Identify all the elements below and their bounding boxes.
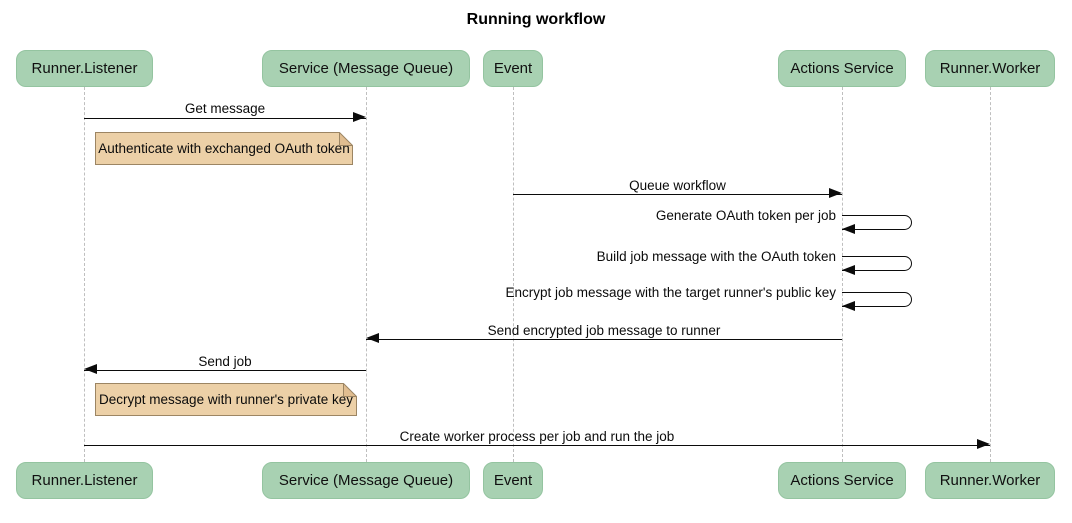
self-loop-curve <box>842 215 912 230</box>
message-line-send-encrypted <box>366 339 842 340</box>
arrowhead-icon <box>84 364 97 374</box>
arrowhead-icon <box>842 224 855 234</box>
participant-label: Actions Service <box>790 472 894 489</box>
note-text: Authenticate with exchanged OAuth token <box>98 141 350 156</box>
message-label-send-encrypted: Send encrypted job message to runner <box>487 323 721 338</box>
participant-event-bottom: Event <box>483 462 543 499</box>
participant-label: Runner.Worker <box>939 472 1041 489</box>
self-message-label-encrypt-job-message: Encrypt job message with the target runn… <box>505 285 837 300</box>
participant-label: Service (Message Queue) <box>278 60 454 77</box>
self-loop-curve <box>842 256 912 271</box>
note-authenticate: Authenticate with exchanged OAuth token <box>95 132 353 165</box>
participant-actions-service-bottom: Actions Service <box>778 462 906 499</box>
message-label-queue-workflow: Queue workflow <box>629 178 726 193</box>
participant-label: Event <box>493 472 533 489</box>
message-label-get-message: Get message <box>184 101 266 116</box>
lifeline-service-message-queue <box>366 87 367 462</box>
note-fold-icon <box>343 383 357 397</box>
participant-runner-worker-bottom: Runner.Worker <box>925 462 1055 499</box>
note-decrypt: Decrypt message with runner's private ke… <box>95 383 357 416</box>
arrowhead-icon <box>353 112 366 122</box>
participant-label: Service (Message Queue) <box>278 472 454 489</box>
participant-service-message-queue-top: Service (Message Queue) <box>262 50 470 87</box>
self-message-label-generate-oauth: Generate OAuth token per job <box>655 208 836 223</box>
participant-event-top: Event <box>483 50 543 87</box>
diagram-title: Running workflow <box>466 11 606 28</box>
lifeline-event <box>513 87 514 462</box>
participant-label: Actions Service <box>790 60 894 77</box>
participant-runner-listener-bottom: Runner.Listener <box>16 462 153 499</box>
lifeline-runner-worker <box>990 87 991 462</box>
arrowhead-icon <box>366 333 379 343</box>
self-message-label-build-job-message: Build job message with the OAuth token <box>596 249 836 264</box>
participant-label: Event <box>493 60 533 77</box>
arrowhead-icon <box>842 301 855 311</box>
message-label-create-worker: Create worker process per job and run th… <box>399 429 675 444</box>
arrowhead-icon <box>977 439 990 449</box>
message-line-send-job <box>84 370 366 371</box>
participant-label: Runner.Listener <box>31 60 138 77</box>
arrowhead-icon <box>829 188 842 198</box>
message-label-send-job: Send job <box>198 354 252 369</box>
participant-label: Runner.Worker <box>939 60 1041 77</box>
message-line-create-worker <box>84 445 990 446</box>
participant-runner-worker-top: Runner.Worker <box>925 50 1055 87</box>
note-fold-icon <box>339 132 353 146</box>
participant-actions-service-top: Actions Service <box>778 50 906 87</box>
arrowhead-icon <box>842 265 855 275</box>
note-text: Decrypt message with runner's private ke… <box>99 392 353 407</box>
lifeline-runner-listener <box>84 87 85 462</box>
participant-runner-listener-top: Runner.Listener <box>16 50 153 87</box>
self-loop-curve <box>842 292 912 307</box>
message-line-get-message <box>84 118 366 119</box>
message-line-queue-workflow <box>513 194 842 195</box>
participant-service-message-queue-bottom: Service (Message Queue) <box>262 462 470 499</box>
participant-label: Runner.Listener <box>31 472 138 489</box>
